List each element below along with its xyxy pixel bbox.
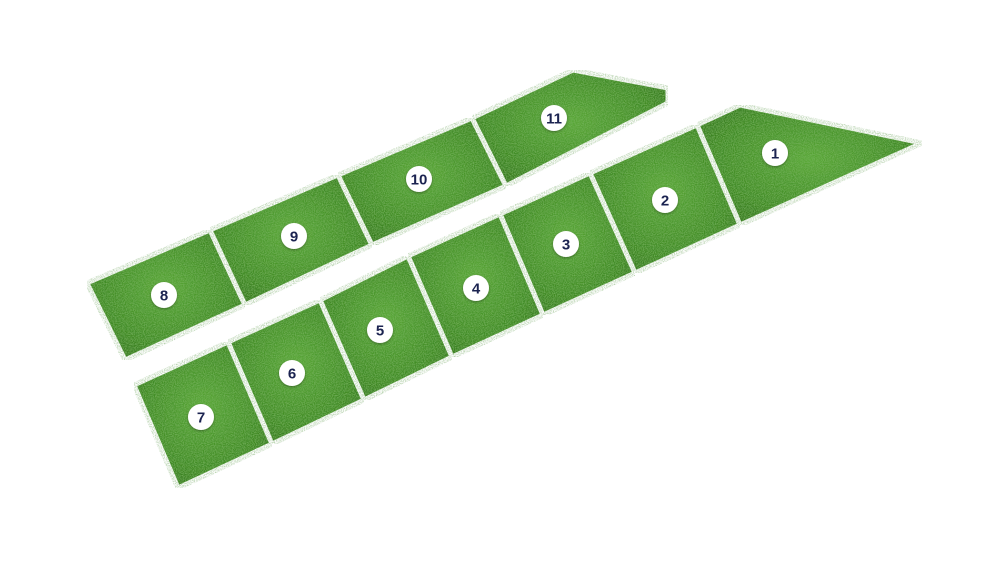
plot-10-marker bbox=[406, 166, 432, 192]
plot-7-label: 7 bbox=[197, 410, 205, 427]
plot-1-marker bbox=[762, 140, 788, 166]
plot-3[interactable]: 3 bbox=[496, 169, 639, 319]
plot-9-marker bbox=[281, 223, 307, 249]
plot-11-marker bbox=[541, 105, 567, 131]
plot-2-label: 2 bbox=[661, 193, 669, 210]
plot-11[interactable]: 11 bbox=[468, 67, 671, 190]
plot-3-marker bbox=[553, 231, 579, 257]
plot-6-label: 6 bbox=[288, 366, 296, 383]
plot-2-marker bbox=[652, 187, 678, 213]
plot-4-label: 4 bbox=[472, 281, 481, 298]
plot-11-label: 11 bbox=[546, 111, 562, 128]
plot-7-marker bbox=[188, 404, 214, 430]
plot-6-marker bbox=[279, 360, 305, 386]
plot-1-label: 1 bbox=[771, 146, 779, 163]
plot-11-area[interactable] bbox=[468, 67, 671, 190]
plot-5-marker bbox=[367, 317, 393, 343]
plot-10-label: 10 bbox=[411, 172, 428, 189]
plot-8-label: 8 bbox=[160, 288, 168, 305]
plot-5-label: 5 bbox=[376, 323, 384, 340]
plot-9-label: 9 bbox=[290, 229, 298, 246]
plot-7[interactable]: 7 bbox=[130, 338, 276, 492]
plot-5[interactable]: 5 bbox=[316, 252, 456, 404]
plot-8-marker bbox=[151, 282, 177, 308]
plot-4-marker bbox=[463, 275, 489, 301]
plots-layer: 1 2 3 4 5 6 7 8 9 10 11 bbox=[83, 67, 931, 492]
plot-3-label: 3 bbox=[562, 237, 570, 254]
